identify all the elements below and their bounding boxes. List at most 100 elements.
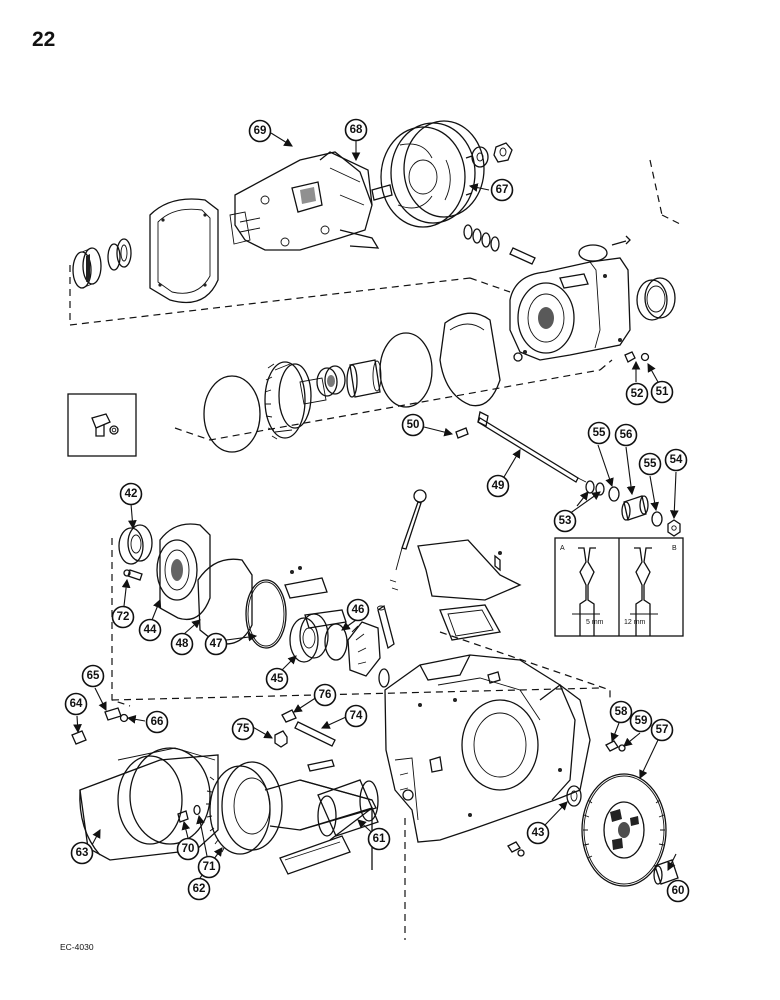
callout-71: 71 <box>197 855 221 879</box>
detail-dim-a: 5 mm <box>586 619 604 626</box>
callout-67: 67 <box>490 178 514 202</box>
inset-detail-box <box>67 393 137 457</box>
bearing-cone-middle <box>316 365 346 397</box>
pin-50 <box>455 427 469 439</box>
callout-52: 52 <box>625 382 649 406</box>
clutch-disc-57 <box>581 773 667 887</box>
svg-text:74: 74 <box>350 710 363 722</box>
svg-text:46: 46 <box>352 604 365 616</box>
washer-55-left <box>608 486 620 502</box>
svg-text:67: 67 <box>496 184 509 196</box>
svg-text:47: 47 <box>210 638 223 650</box>
bevel-pinion-lower <box>347 621 390 688</box>
svg-text:49: 49 <box>492 480 505 492</box>
svg-text:71: 71 <box>203 861 216 873</box>
callout-49: 49 <box>486 474 510 498</box>
callout-46: 46 <box>346 598 370 622</box>
o-ring-left <box>203 375 261 453</box>
gasket-plate <box>149 198 219 304</box>
callout-75: 75 <box>231 717 255 741</box>
callout-62: 62 <box>187 877 211 901</box>
callout-66: 66 <box>145 710 169 734</box>
callout-74: 74 <box>344 704 368 728</box>
svg-text:69: 69 <box>254 125 267 137</box>
svg-text:51: 51 <box>656 386 669 398</box>
svg-text:59: 59 <box>635 715 648 727</box>
gearbox-bevel-housing <box>509 257 631 361</box>
callout-51: 51 <box>650 380 674 404</box>
pins-70-71 <box>177 804 201 823</box>
detail-dim-b: 12 mm <box>624 619 646 626</box>
seal-43 <box>566 785 582 807</box>
svg-text:45: 45 <box>271 673 284 685</box>
assembly-outline-lower <box>111 538 611 940</box>
oval-cover-plate <box>578 235 631 262</box>
svg-text:52: 52 <box>631 388 644 400</box>
callout-56: 56 <box>614 423 638 447</box>
callout-59: 59 <box>629 709 653 733</box>
callout-43: 43 <box>526 821 550 845</box>
output-shaft <box>279 835 351 875</box>
callout-70: 70 <box>176 837 200 861</box>
sleeve-61 <box>317 779 379 837</box>
hardware-58-59 <box>605 740 626 752</box>
callout-44: 44 <box>138 618 162 642</box>
dipstick <box>389 489 427 591</box>
callout-55-right: 55 <box>638 452 662 476</box>
svg-text:43: 43 <box>532 827 545 839</box>
bearing-retainer-44 <box>156 523 211 621</box>
bevel-gear-upper <box>264 361 327 440</box>
svg-text:61: 61 <box>373 833 386 845</box>
svg-text:65: 65 <box>87 670 100 682</box>
callout-48: 48 <box>170 632 194 656</box>
callout-69: 69 <box>248 119 272 143</box>
seal-42 <box>118 524 153 565</box>
bearing-cup-right <box>636 277 676 321</box>
svg-text:44: 44 <box>144 624 157 636</box>
callout-leaders <box>73 132 679 879</box>
ring-gear-62 <box>206 761 377 870</box>
svg-text:50: 50 <box>407 419 420 431</box>
pin-dowel <box>509 247 536 265</box>
rod-adjustment-detail: A B 5 mm 12 mm <box>554 537 684 637</box>
drive-pulley <box>380 120 485 228</box>
lock-nut-left <box>107 238 132 271</box>
bearing-45 <box>289 613 329 663</box>
callout-42: 42 <box>119 482 143 506</box>
svg-text:68: 68 <box>350 124 363 136</box>
cover-plates-small <box>284 566 347 629</box>
svg-text:42: 42 <box>125 488 138 500</box>
callout-61: 61 <box>367 827 391 851</box>
svg-text:58: 58 <box>615 706 628 718</box>
shift-rod <box>477 411 587 483</box>
cover-disc <box>439 312 501 407</box>
main-transmission-case <box>384 654 591 843</box>
detail-label-b: B <box>672 545 677 552</box>
callout-47: 47 <box>204 632 228 656</box>
callout-72: 72 <box>111 605 135 629</box>
svg-text:63: 63 <box>76 847 89 859</box>
callout-50: 50 <box>401 413 425 437</box>
o-ring-47 <box>245 579 287 649</box>
small-bolts-case <box>307 759 525 857</box>
svg-text:66: 66 <box>151 716 164 728</box>
nut-54 <box>667 519 681 537</box>
svg-text:64: 64 <box>70 698 83 710</box>
small-hardware-right <box>513 351 650 363</box>
svg-text:70: 70 <box>182 843 195 855</box>
callout-45: 45 <box>265 667 289 691</box>
seal-rings-set <box>463 224 500 252</box>
dipstick-tube <box>377 604 395 650</box>
o-ring-large-upper <box>379 332 433 408</box>
callout-58: 58 <box>609 700 633 724</box>
svg-text:60: 60 <box>672 885 685 897</box>
detail-label-a: A <box>560 545 565 552</box>
page-number: 22 <box>32 28 56 51</box>
callout-65: 65 <box>81 664 105 688</box>
svg-text:56: 56 <box>620 429 633 441</box>
gasket-cover-right <box>417 539 522 641</box>
callout-57: 57 <box>650 718 674 742</box>
svg-text:75: 75 <box>237 723 250 735</box>
callout-68: 68 <box>344 118 368 142</box>
svg-text:76: 76 <box>319 689 332 701</box>
